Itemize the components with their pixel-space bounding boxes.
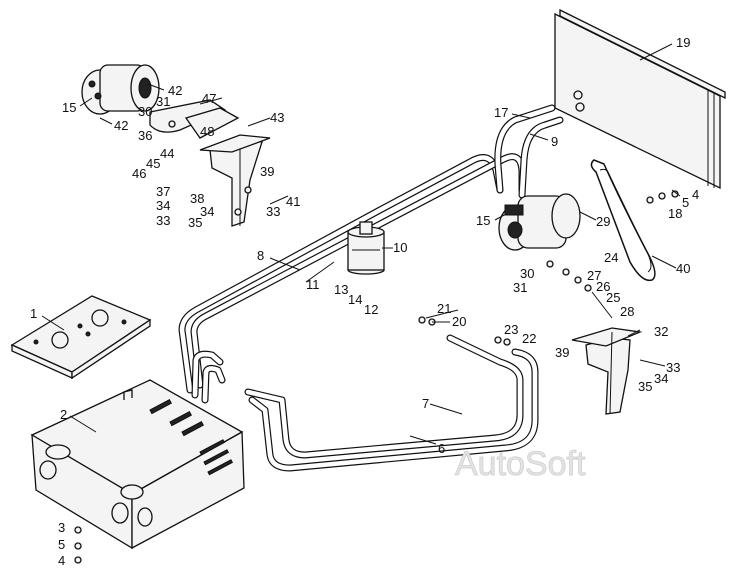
part-label-17: 17 xyxy=(494,105,508,120)
part-label-48: 48 xyxy=(200,124,214,139)
part-label-11: 11 xyxy=(306,277,320,292)
part-label-19: 19 xyxy=(676,35,690,50)
watermark: AutoSoft xyxy=(455,445,586,483)
part-label-13: 13 xyxy=(334,282,348,297)
hose-9 xyxy=(518,116,564,199)
leader-lines xyxy=(41,43,681,445)
part-label-31: 31 xyxy=(513,280,527,295)
part-label-33: 33 xyxy=(266,204,280,219)
part-label-26: 26 xyxy=(596,279,610,294)
part-label-24: 24 xyxy=(604,250,618,265)
part-label-7: 7 xyxy=(422,396,429,411)
part-label-25: 25 xyxy=(606,290,620,305)
part-label-15: 15 xyxy=(62,100,76,115)
part-label-27: 27 xyxy=(587,268,601,283)
fittings xyxy=(74,190,679,564)
part-label-32: 32 xyxy=(654,324,668,339)
part-label-3: 3 xyxy=(58,520,65,535)
part-label-30: 30 xyxy=(520,266,534,281)
part-label-22: 22 xyxy=(522,331,536,346)
control-panel xyxy=(10,295,152,380)
part-label-1: 1 xyxy=(30,306,37,321)
part-label-8: 8 xyxy=(257,248,264,263)
part-label-30: 30 xyxy=(138,104,152,119)
part-labels: 19 17 9 15 15 42 42 31 30 47 36 48 43 44… xyxy=(30,35,699,568)
part-label-23: 23 xyxy=(504,322,518,337)
part-label-2: 2 xyxy=(60,407,67,422)
part-label-36: 36 xyxy=(138,128,152,143)
part-label-41: 41 xyxy=(286,194,300,209)
part-label-29: 29 xyxy=(596,214,610,229)
part-label-18: 18 xyxy=(668,206,682,221)
part-label-45: 45 xyxy=(146,156,160,171)
part-label-39: 39 xyxy=(555,345,569,360)
refrigerant-hoses xyxy=(178,104,564,472)
part-label-4: 4 xyxy=(692,187,699,202)
part-label-34: 34 xyxy=(156,198,170,213)
part-label-5: 5 xyxy=(682,195,689,210)
condenser xyxy=(554,8,726,190)
part-label-9: 9 xyxy=(551,134,558,149)
bracket-upper xyxy=(149,99,240,139)
part-label-20: 20 xyxy=(452,314,466,329)
part-label-28: 28 xyxy=(620,304,634,319)
part-label-14: 14 xyxy=(348,292,362,307)
part-label-15: 15 xyxy=(476,213,490,228)
part-label-37: 37 xyxy=(156,184,170,199)
drive-belt xyxy=(590,159,656,282)
part-label-35: 35 xyxy=(188,215,202,230)
part-label-39: 39 xyxy=(260,164,274,179)
part-label-44: 44 xyxy=(160,146,174,161)
part-label-40: 40 xyxy=(676,261,690,276)
part-label-47: 47 xyxy=(202,91,216,106)
compressor-upper xyxy=(81,64,160,115)
part-label-42: 42 xyxy=(168,83,182,98)
part-label-6: 6 xyxy=(438,441,445,456)
part-label-4: 4 xyxy=(58,553,65,568)
part-label-21: 21 xyxy=(437,301,451,316)
part-label-38: 38 xyxy=(190,191,204,206)
part-label-34: 34 xyxy=(200,204,214,219)
part-label-33: 33 xyxy=(666,360,680,375)
mount-bracket-right xyxy=(571,327,643,415)
part-label-10: 10 xyxy=(393,240,407,255)
part-label-46: 46 xyxy=(132,166,146,181)
part-label-35: 35 xyxy=(638,379,652,394)
compressor-right xyxy=(498,193,581,251)
receiver-drier xyxy=(347,221,385,275)
mount-bracket-upper xyxy=(199,134,271,227)
evaporator-unit xyxy=(30,379,245,550)
part-label-12: 12 xyxy=(364,302,378,317)
part-label-5: 5 xyxy=(58,537,65,552)
hose-8 xyxy=(178,154,504,394)
part-label-34: 34 xyxy=(654,371,668,386)
part-label-31: 31 xyxy=(156,94,170,109)
part-label-43: 43 xyxy=(270,110,284,125)
part-label-33: 33 xyxy=(156,213,170,228)
part-label-42: 42 xyxy=(114,118,128,133)
